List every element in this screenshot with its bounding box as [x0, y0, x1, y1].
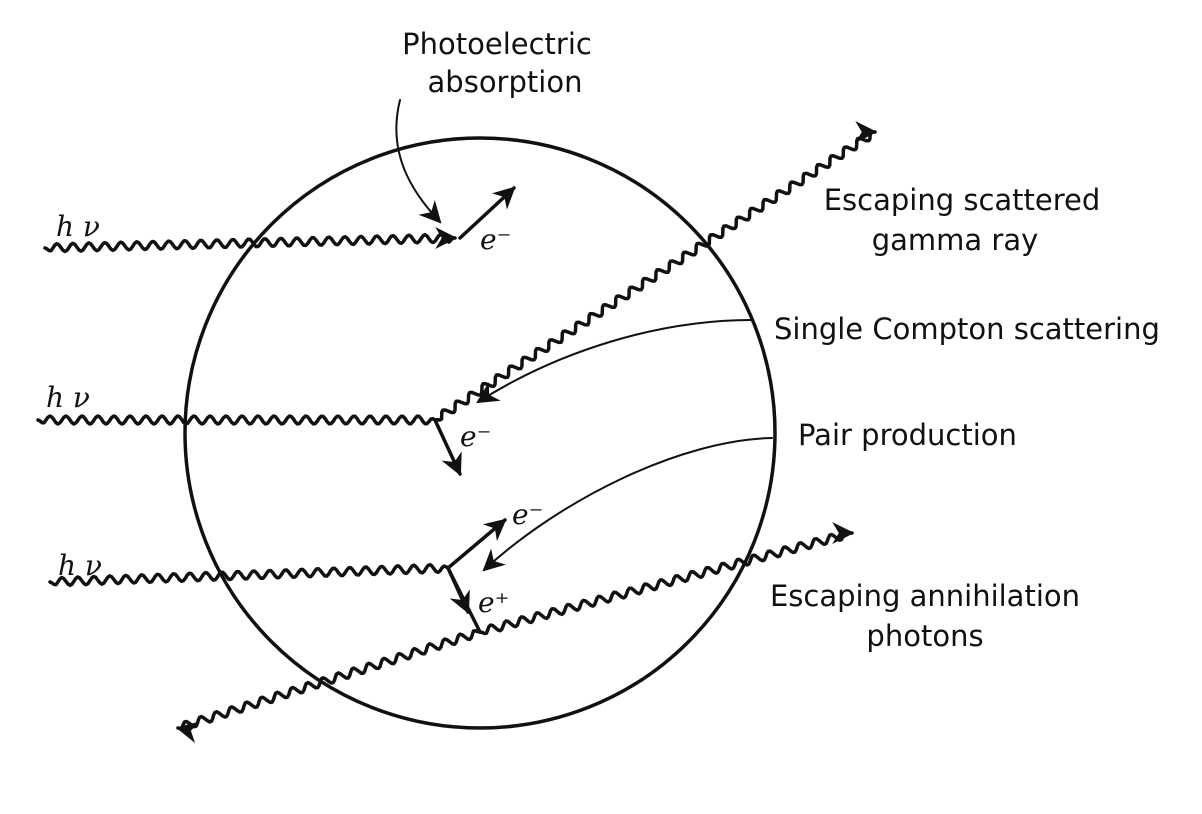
compton-electron-label: e⁻: [460, 420, 491, 453]
photon-label-1: h ν: [56, 210, 100, 243]
compton-scattered-photon: [433, 121, 878, 422]
photoelectric-label-line1: Photoelectric: [402, 27, 592, 61]
pair-electron-label: e⁻: [512, 498, 543, 531]
photoelectric-callout-arrow: [395, 99, 442, 224]
pair-production-label: Pair production: [798, 418, 1017, 452]
pair-callout-arrow: [482, 437, 773, 572]
photon-paths: [36, 121, 878, 743]
escaping-annihilation-label-line1: Escaping annihilation: [770, 579, 1080, 613]
annihilation-photon-backward: [175, 628, 482, 743]
photoelectric-incident-photon: [43, 227, 458, 254]
detector-sphere: [183, 136, 777, 730]
escaping-annihilation-label-line2: photons: [866, 619, 983, 653]
photoelectric-electron-label: e⁻: [480, 223, 511, 256]
compton-incident-photon: [36, 414, 437, 426]
escaping-scattered-label-line2: gamma ray: [872, 223, 1039, 257]
photon-label-2: h ν: [46, 381, 90, 414]
photon-label-3: h ν: [58, 549, 102, 582]
single-compton-label: Single Compton scattering: [774, 312, 1160, 346]
escaping-scattered-label-line1: Escaping scattered: [824, 183, 1101, 217]
compton-callout-arrow: [476, 319, 753, 404]
photoelectric-electron-arrow: [458, 186, 516, 240]
pair-incident-photon: [48, 562, 450, 588]
pair-positron-arrow: [446, 566, 470, 615]
pair-electron-arrow: [446, 518, 507, 570]
photoelectric-label-line2: absorption: [428, 65, 583, 99]
compton-electron-arrow: [433, 418, 462, 476]
annihilation-photon-forward: [478, 522, 855, 636]
pair-positron-label: e⁺: [478, 586, 509, 619]
